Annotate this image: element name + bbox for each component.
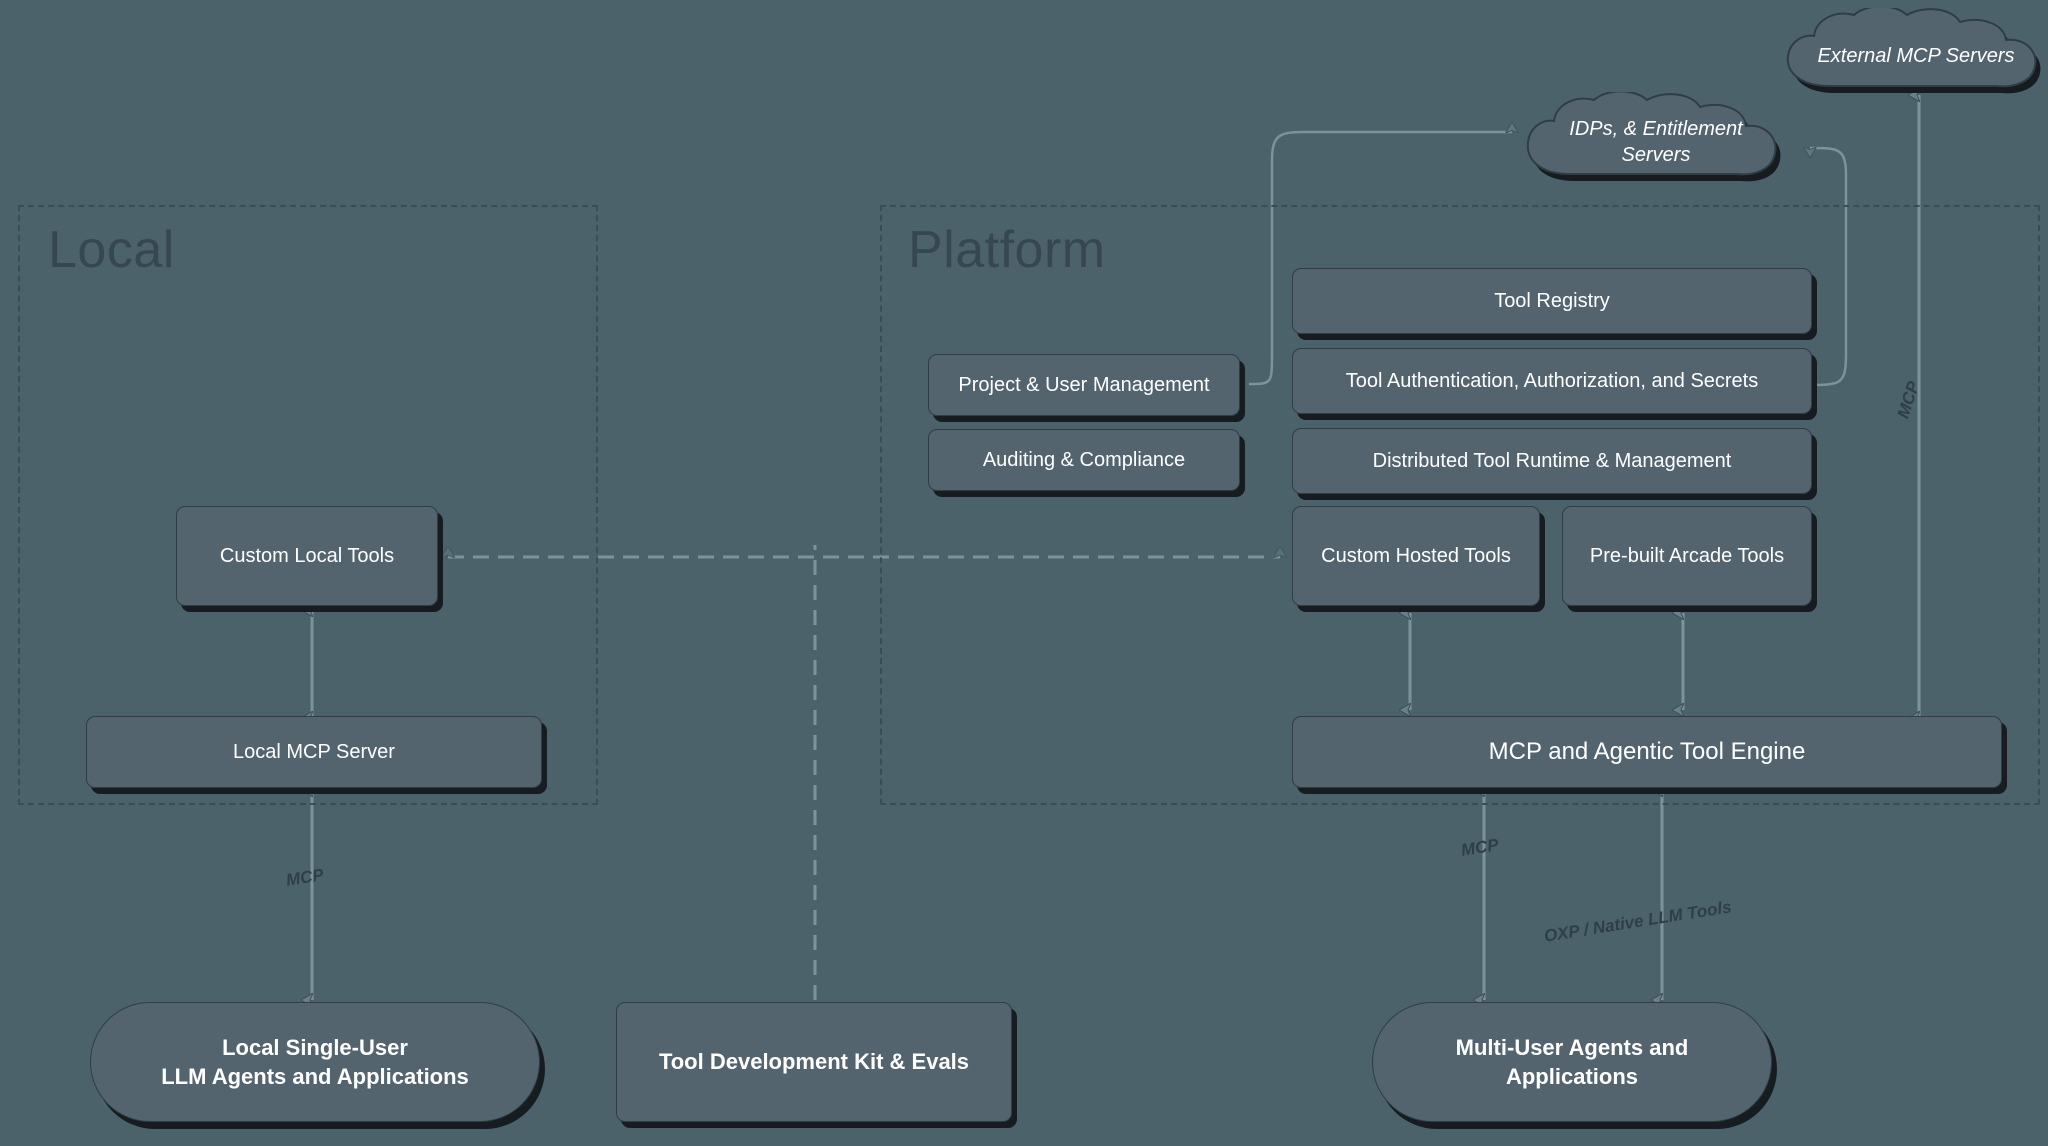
cloud-idps-entitlement-servers[interactable]: IDPs, & Entitlement Servers	[1516, 92, 1796, 192]
cloud-external-mcp-servers[interactable]: External MCP Servers	[1776, 8, 2048, 104]
node-custom-local-tools[interactable]: Custom Local Tools	[176, 506, 438, 606]
node-local-agents-line1: Local Single-User	[222, 1034, 408, 1060]
group-platform	[880, 205, 2040, 805]
cloud-shape-icon	[1786, 8, 2041, 94]
group-local	[18, 205, 598, 805]
group-platform-title: Platform	[908, 221, 1106, 279]
node-multi-user-agents-applications[interactable]: Multi-User Agents and Applications	[1372, 1002, 1772, 1122]
cloud-external-mcp-label: External MCP Servers	[1817, 45, 2015, 67]
node-tool-development-kit-evals[interactable]: Tool Development Kit & Evals	[616, 1002, 1012, 1122]
node-multi-user-agents-line1: Multi-User Agents and	[1455, 1034, 1689, 1060]
cloud-shape-icon	[1526, 92, 1781, 182]
node-local-agents-applications[interactable]: Local Single-User LLM Agents and Applica…	[90, 1002, 540, 1122]
node-prebuilt-arcade-tools[interactable]: Pre-built Arcade Tools	[1562, 506, 1812, 606]
node-auditing-compliance[interactable]: Auditing & Compliance	[928, 429, 1240, 491]
edge-label-oxp-native-llm-tools: OXP / Native LLM Tools	[1542, 897, 1733, 946]
node-project-user-management[interactable]: Project & User Management	[928, 354, 1240, 416]
edge-label-mcp-platform: MCP	[1459, 835, 1500, 860]
node-mcp-agentic-tool-engine[interactable]: MCP and Agentic Tool Engine	[1292, 716, 2002, 788]
node-tool-authentication-authorization-secrets[interactable]: Tool Authentication, Authorization, and …	[1292, 348, 1812, 414]
node-custom-hosted-tools[interactable]: Custom Hosted Tools	[1292, 506, 1540, 606]
node-multi-user-agents-line2: Applications	[1505, 1064, 1638, 1089]
edge-label-mcp-local: MCP	[284, 865, 325, 890]
cloud-idps-label: IDPs, & Entitlement Servers	[1569, 118, 1743, 166]
node-local-mcp-server[interactable]: Local MCP Server	[86, 716, 542, 788]
node-tool-registry[interactable]: Tool Registry	[1292, 268, 1812, 334]
node-distributed-tool-runtime-management[interactable]: Distributed Tool Runtime & Management	[1292, 428, 1812, 494]
node-local-agents-line2: LLM Agents and Applications	[161, 1064, 469, 1089]
group-local-title: Local	[48, 221, 175, 279]
